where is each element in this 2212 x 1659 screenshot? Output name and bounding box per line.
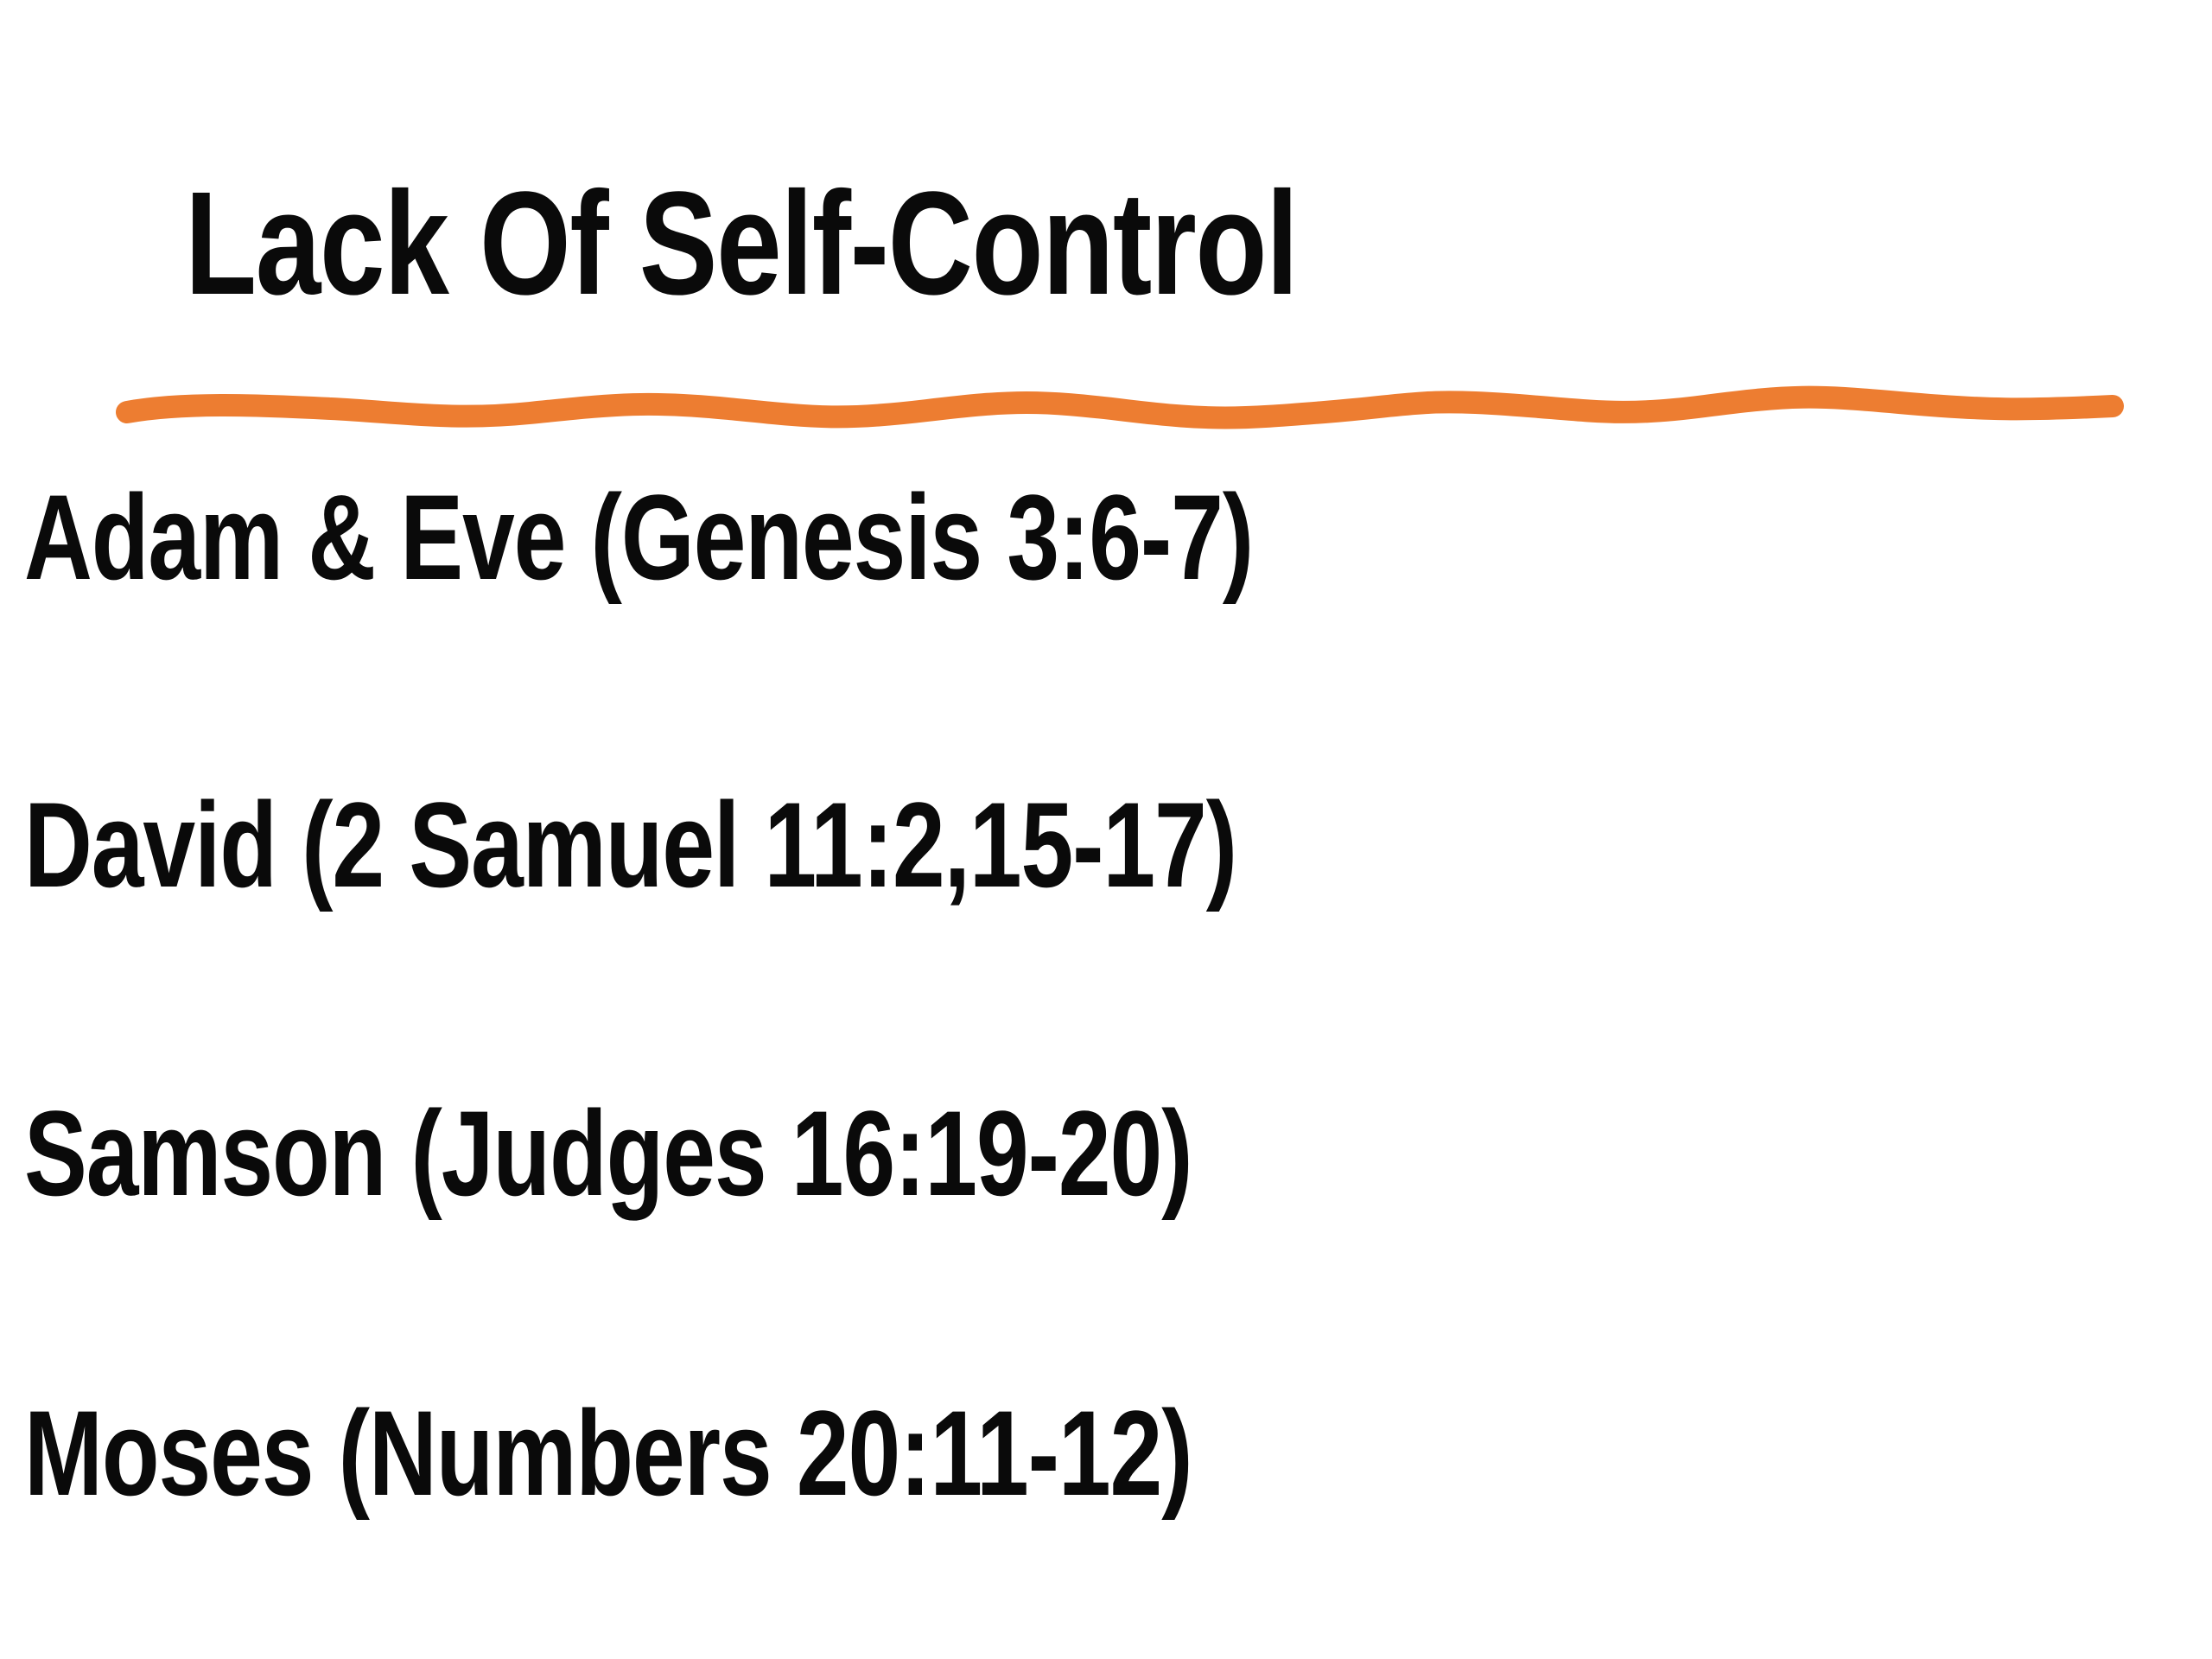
list-item-samson: Samson (Judges 16:19-20) (24, 1085, 1193, 1221)
page-title: Lack Of Self-Control (185, 162, 1299, 326)
list-item-david: David (2 Samuel 11:2,15-17) (24, 777, 1237, 912)
list-item-moses: Moses (Numbers 20:11-12) (24, 1385, 1193, 1521)
squiggle-line-icon (116, 385, 2124, 429)
list-item-adam-eve: Adam & Eve (Genesis 3:6-7) (24, 469, 1254, 605)
orange-squiggle-divider (115, 374, 2124, 443)
